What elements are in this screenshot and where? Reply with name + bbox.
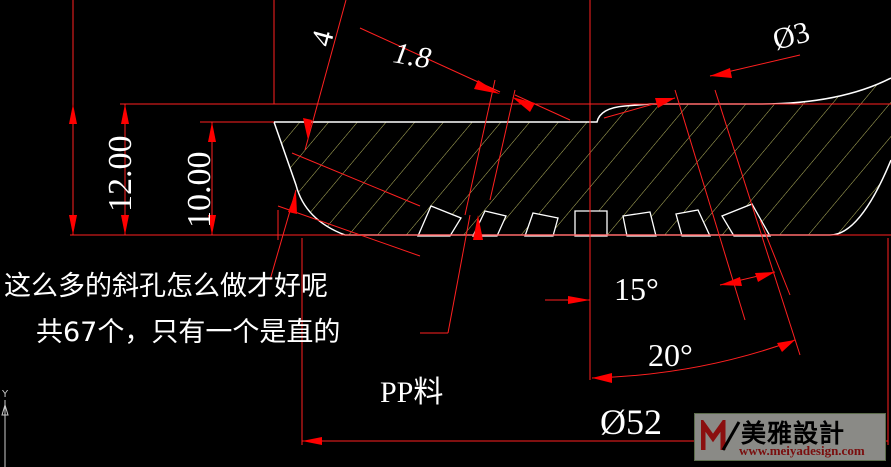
hole-straight [574,210,608,237]
material-label: PP料 [380,376,443,409]
dim-12-label: 12.00 [102,136,139,213]
note-question: 这么多的斜孔怎么做才好呢 [4,271,328,302]
note-detail: 共67个，只有一个是直的 [36,317,341,348]
ucs-y-label: Y [1,389,9,400]
angle-15-label: 15° [614,271,659,307]
hole-3 [524,212,559,237]
hole-1 [417,205,462,237]
logo-mark-icon [701,420,741,451]
hole-6 [675,209,712,237]
dim-1-8-label: 1.8 [391,36,434,75]
angled-holes [417,203,772,237]
hole-2 [471,210,507,237]
watermark-logo: 美雅設計 www.meiyadesign.com [694,413,886,461]
dim-4-label: 4 [305,27,341,50]
dimension-arrows [69,68,888,445]
ucs-axis-icon [1,400,9,467]
angle-20-label: 20° [648,337,693,373]
dim-phi3-label: Ø3 [769,15,813,56]
hole-5 [622,211,657,237]
dim-10-label: 10.00 [181,152,218,229]
watermark-brand: 美雅設計 [741,419,846,448]
dim-phi52-label: Ø52 [600,402,662,442]
watermark-url: www.meiyadesign.com [739,443,865,458]
